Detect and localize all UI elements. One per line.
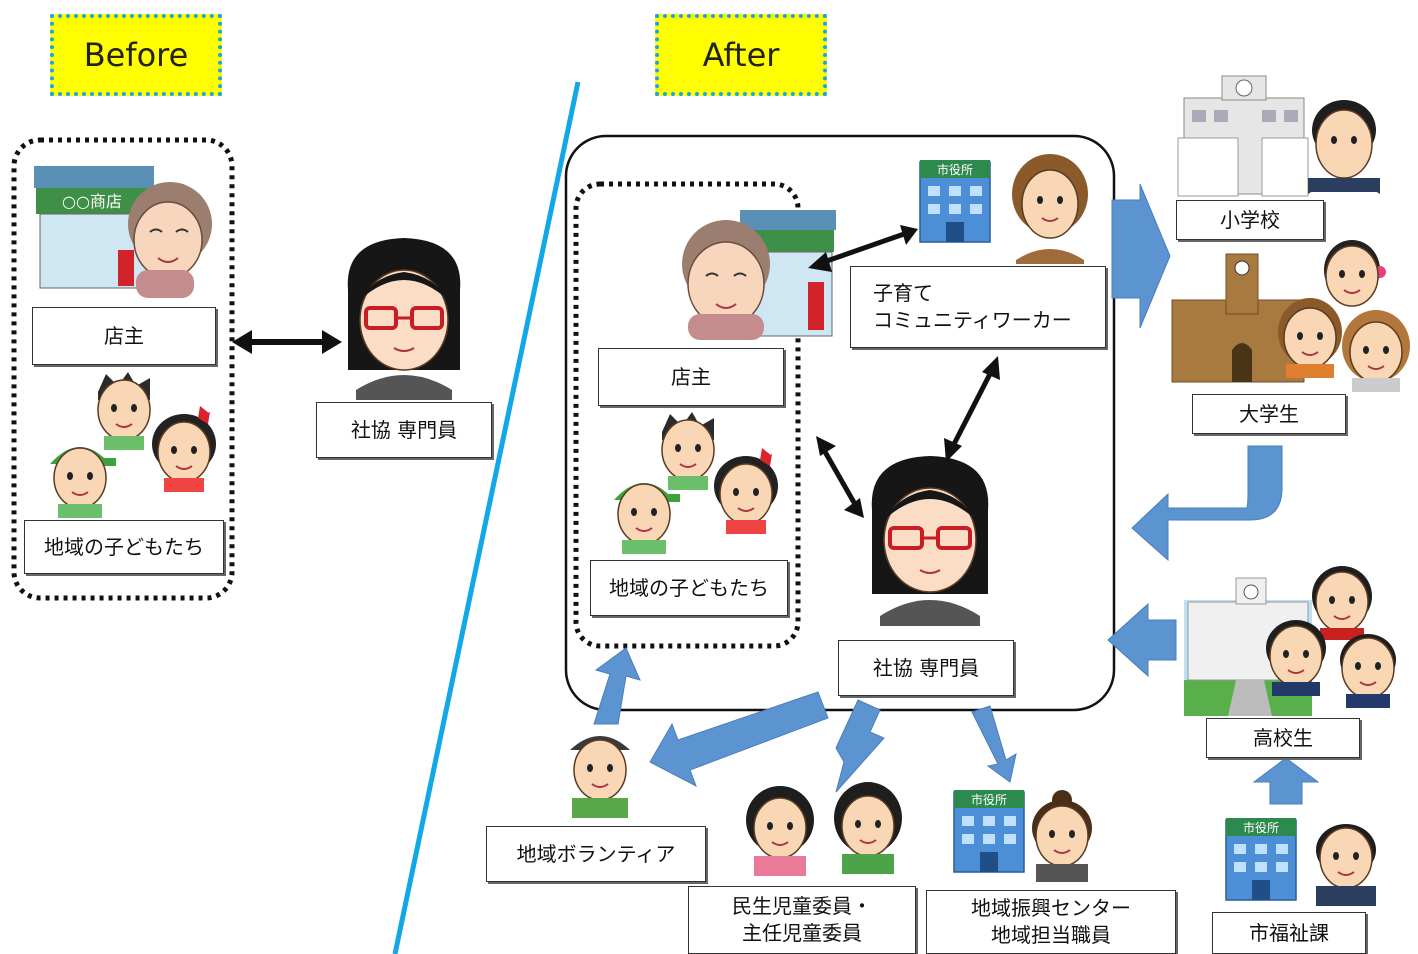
- arrow-owner-cityhall: [808, 225, 918, 272]
- before-double-arrow: [232, 330, 342, 354]
- specialist-icon-after: [871, 456, 989, 626]
- community-staff-icon: [1032, 790, 1092, 882]
- city-welfare-label: 市福祉課: [1212, 912, 1366, 954]
- specialist-icon-before: [347, 238, 461, 400]
- city-hall-icon: [919, 159, 991, 243]
- shop-owner-icon-after: [682, 220, 770, 340]
- arrow-volunteer-to-group: [593, 647, 641, 725]
- university-students-icon: [1278, 240, 1410, 392]
- teacher-icon: [1308, 100, 1380, 194]
- childcare-worker-icon: [1012, 154, 1088, 264]
- local-volunteer-label: 地域ボランティア: [486, 826, 706, 882]
- high-school-students-icon: [1266, 566, 1396, 708]
- university-icon: [1171, 253, 1305, 383]
- welfare-staff-icon: [1316, 824, 1376, 906]
- community-center-icon: [953, 789, 1025, 873]
- arrow-specialist-to-volunteer: [649, 691, 829, 788]
- arrow-to-elementary: [1111, 183, 1171, 329]
- svg-text:○○商店: ○○商店: [62, 192, 122, 211]
- welfare-city-hall-icon: [1225, 817, 1297, 901]
- after-inner-group-border: [573, 181, 801, 649]
- before-tag: Before: [50, 14, 222, 96]
- before-group-border: [11, 137, 235, 601]
- arrow-from-high-school: [1107, 602, 1177, 678]
- before-shop-owner-label: 店主: [32, 307, 216, 365]
- arrow-welfare-to-high-school: [1252, 757, 1320, 805]
- elementary-school-label: 小学校: [1176, 200, 1324, 240]
- divider-line: [392, 81, 581, 954]
- kids-icon: [50, 372, 216, 518]
- before-children-label: 地域の子どもたち: [24, 520, 224, 574]
- childcare-worker-label: 子育て コミュニティワーカー: [850, 266, 1106, 348]
- after-tag: After: [655, 14, 827, 96]
- after-specialist-label: 社協 専門員: [838, 640, 1014, 696]
- elementary-school-icon: [1177, 75, 1309, 197]
- local-volunteer-icon: [570, 736, 630, 818]
- high-school-students-label: 高校生: [1206, 718, 1360, 758]
- welfare-commissioners-label: 民生児童委員・ 主任児童委員: [688, 886, 916, 954]
- welfare-commissioners-icon: [746, 782, 902, 876]
- arrow-group-specialist: [816, 436, 864, 518]
- arrow-specialist-to-community-center: [971, 705, 1017, 783]
- after-shop-owner-label: 店主: [598, 348, 784, 406]
- arrow-specialist-to-commissioners: [835, 699, 885, 793]
- after-children-label: 地域の子どもたち: [590, 560, 788, 616]
- arrow-from-university: [1131, 445, 1283, 562]
- shop-owner-icon: [128, 182, 212, 298]
- kids-icon-after: [614, 412, 778, 554]
- arrow-worker-specialist: [944, 356, 1000, 462]
- before-specialist-label: 社協 専門員: [316, 402, 492, 458]
- community-center-staff-label: 地域振興センター 地域担当職員: [926, 890, 1176, 954]
- university-students-label: 大学生: [1192, 394, 1346, 434]
- after-group-border: [564, 134, 1116, 712]
- flow-arrows: [593, 183, 1320, 805]
